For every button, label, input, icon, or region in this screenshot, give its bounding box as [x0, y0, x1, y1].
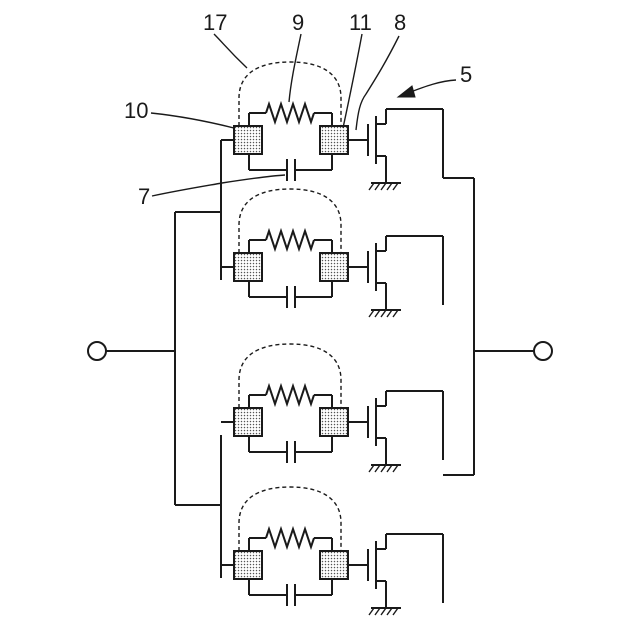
- ground-hatch: [387, 608, 392, 615]
- unit-cell-3: [221, 344, 443, 472]
- pad-left: [234, 551, 262, 579]
- ground-hatch: [375, 310, 380, 317]
- ground-hatch: [381, 310, 386, 317]
- unit-cell-2: [221, 189, 443, 317]
- leader-5: [408, 80, 456, 93]
- leader-11: [343, 34, 362, 128]
- ground-hatch: [393, 183, 398, 190]
- pad-left: [234, 408, 262, 436]
- leader-9: [289, 34, 301, 102]
- ground-hatch: [369, 183, 374, 190]
- bond-wire-loop: [239, 344, 341, 408]
- output-terminal: [534, 342, 552, 360]
- pad-right: [320, 126, 348, 154]
- ground-hatch: [393, 465, 398, 472]
- pad-left: [234, 126, 262, 154]
- ref-label-17: 17: [203, 10, 227, 35]
- ref-label-7: 7: [138, 184, 150, 209]
- input-side: [88, 140, 221, 578]
- output-side: [443, 178, 552, 475]
- ref-label-10: 10: [124, 98, 148, 123]
- ground-hatch: [375, 183, 380, 190]
- pad-right: [320, 551, 348, 579]
- resistor: [266, 231, 314, 249]
- unit-cell-1: [221, 62, 443, 190]
- ground-hatch: [375, 465, 380, 472]
- ref-label-5: 5: [460, 62, 472, 87]
- bond-wire-loop: [239, 487, 341, 551]
- ground-hatch: [375, 608, 380, 615]
- ground-hatch: [381, 465, 386, 472]
- ref-label-8: 8: [394, 10, 406, 35]
- ground-hatch: [381, 608, 386, 615]
- resistor: [266, 386, 314, 404]
- pad-right: [320, 408, 348, 436]
- ground-hatch: [393, 608, 398, 615]
- ground-hatch: [387, 465, 392, 472]
- pad-right: [320, 253, 348, 281]
- ground-hatch: [369, 465, 374, 472]
- ground-hatch: [387, 310, 392, 317]
- ground-hatch: [393, 310, 398, 317]
- ground-hatch: [369, 608, 374, 615]
- ground-hatch: [381, 183, 386, 190]
- leader-8: [356, 36, 399, 130]
- arrowhead-5: [398, 86, 415, 97]
- ground-hatch: [369, 310, 374, 317]
- input-terminal: [88, 342, 106, 360]
- leader-17: [214, 34, 247, 68]
- ground-hatch: [387, 183, 392, 190]
- unit-cells: [221, 62, 443, 615]
- ref-label-11: 11: [349, 10, 372, 35]
- resistor: [266, 529, 314, 547]
- leader-10: [151, 113, 234, 128]
- bond-wire-loop: [239, 189, 341, 253]
- unit-cell-4: [221, 487, 443, 615]
- pad-left: [234, 253, 262, 281]
- resistor: [266, 104, 314, 122]
- ref-label-9: 9: [292, 10, 304, 35]
